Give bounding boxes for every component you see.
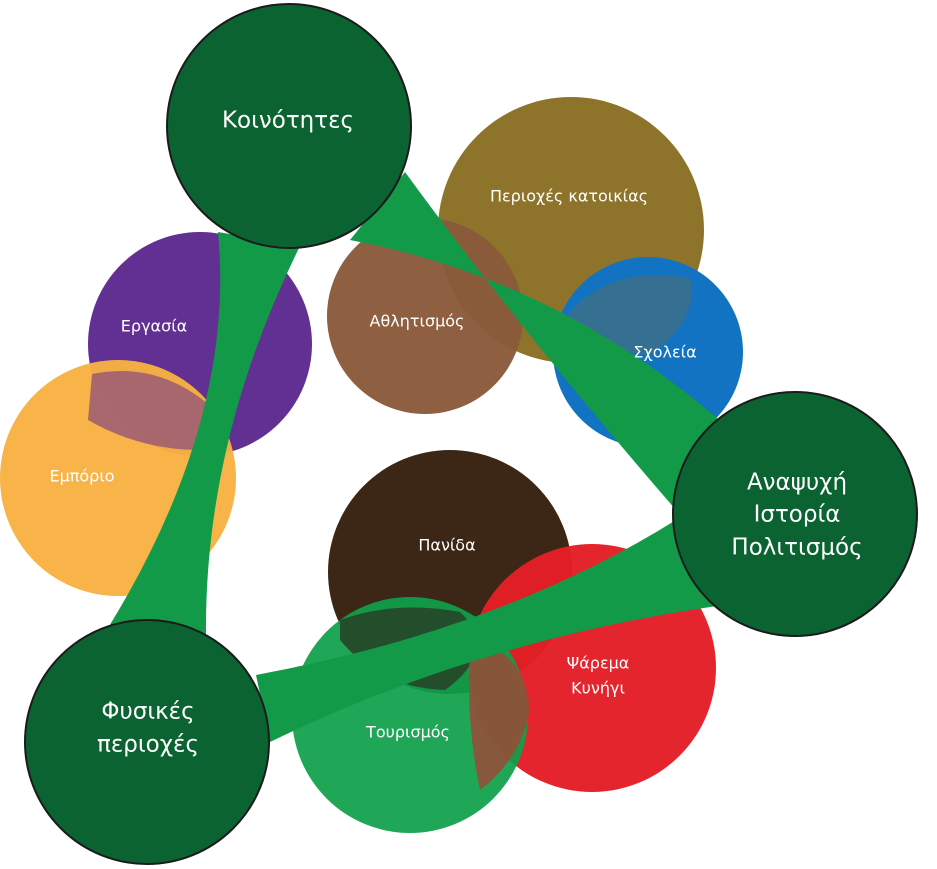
schools-label: Σχολεία <box>633 343 696 362</box>
fishing-tourism-overlap <box>468 640 530 790</box>
fishing-label-line-2: Κυνήγι <box>571 679 625 698</box>
hub-natural <box>24 619 270 865</box>
work-label: Εργασία <box>121 317 187 336</box>
hub-recreation <box>672 391 918 637</box>
fauna-label: Πανίδα <box>418 536 475 555</box>
sports-label: Αθλητισμός <box>370 312 465 331</box>
hub-natural-label-line-2: περιοχές <box>97 732 199 758</box>
connector-communities-recreation <box>350 172 725 510</box>
connector-natural-recreation <box>256 520 717 742</box>
residential-label: Περιοχές κατοικίας <box>490 187 648 206</box>
tourism-label: Τουρισμός <box>365 723 450 742</box>
fishing-label-line-1: Ψάρεμα <box>567 654 630 673</box>
hub-recreation-label-line-1: Αναψυχή <box>747 470 847 496</box>
commerce-label: Εμπόριο <box>49 467 114 486</box>
work-commerce-overlap <box>88 370 215 450</box>
hub-communities <box>166 3 412 249</box>
hub-natural-label-line-1: Φυσικές <box>101 699 194 725</box>
hub-recreation-label-line-3: Πολιτισμός <box>731 535 862 561</box>
hub-communities-label: Κοινότητες <box>222 108 354 134</box>
hub-recreation-label-line-2: Ιστορία <box>754 502 841 528</box>
connector-communities-natural <box>108 232 300 636</box>
